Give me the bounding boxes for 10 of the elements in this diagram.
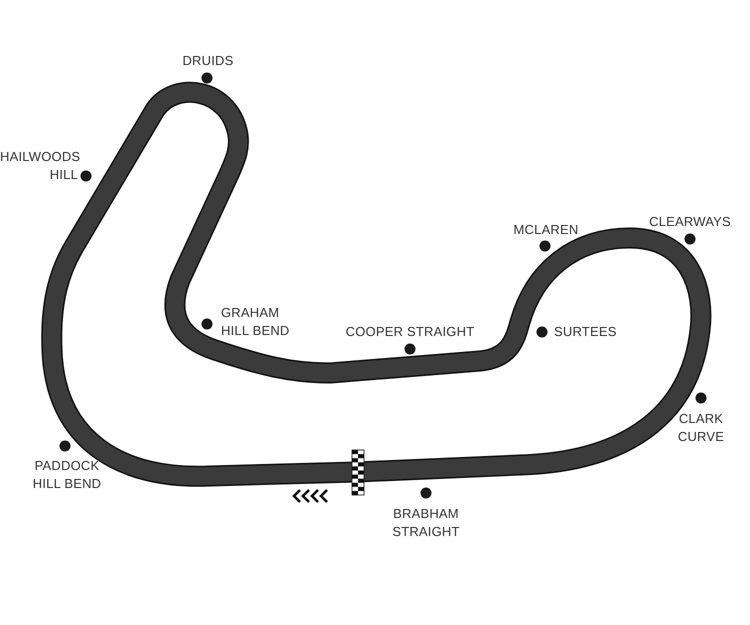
corner-label: GRAHAM HILL BEND bbox=[221, 304, 291, 340]
corner-label: BRABHAM STRAIGHT bbox=[391, 505, 461, 541]
corner-label: DRUIDS bbox=[181, 52, 235, 70]
corner-label: MCLAREN bbox=[512, 221, 580, 239]
corner-label: COOPER STRAIGHT bbox=[344, 323, 476, 341]
corner-label: CLEARWAYS bbox=[648, 213, 732, 231]
corner-label: PADDOCK HILL BEND bbox=[32, 457, 102, 493]
corner-label: SURTEES bbox=[554, 323, 618, 341]
corner-label: CLARK CURVE bbox=[676, 410, 726, 446]
corner-label: HAILWOODS HILL bbox=[0, 148, 78, 184]
